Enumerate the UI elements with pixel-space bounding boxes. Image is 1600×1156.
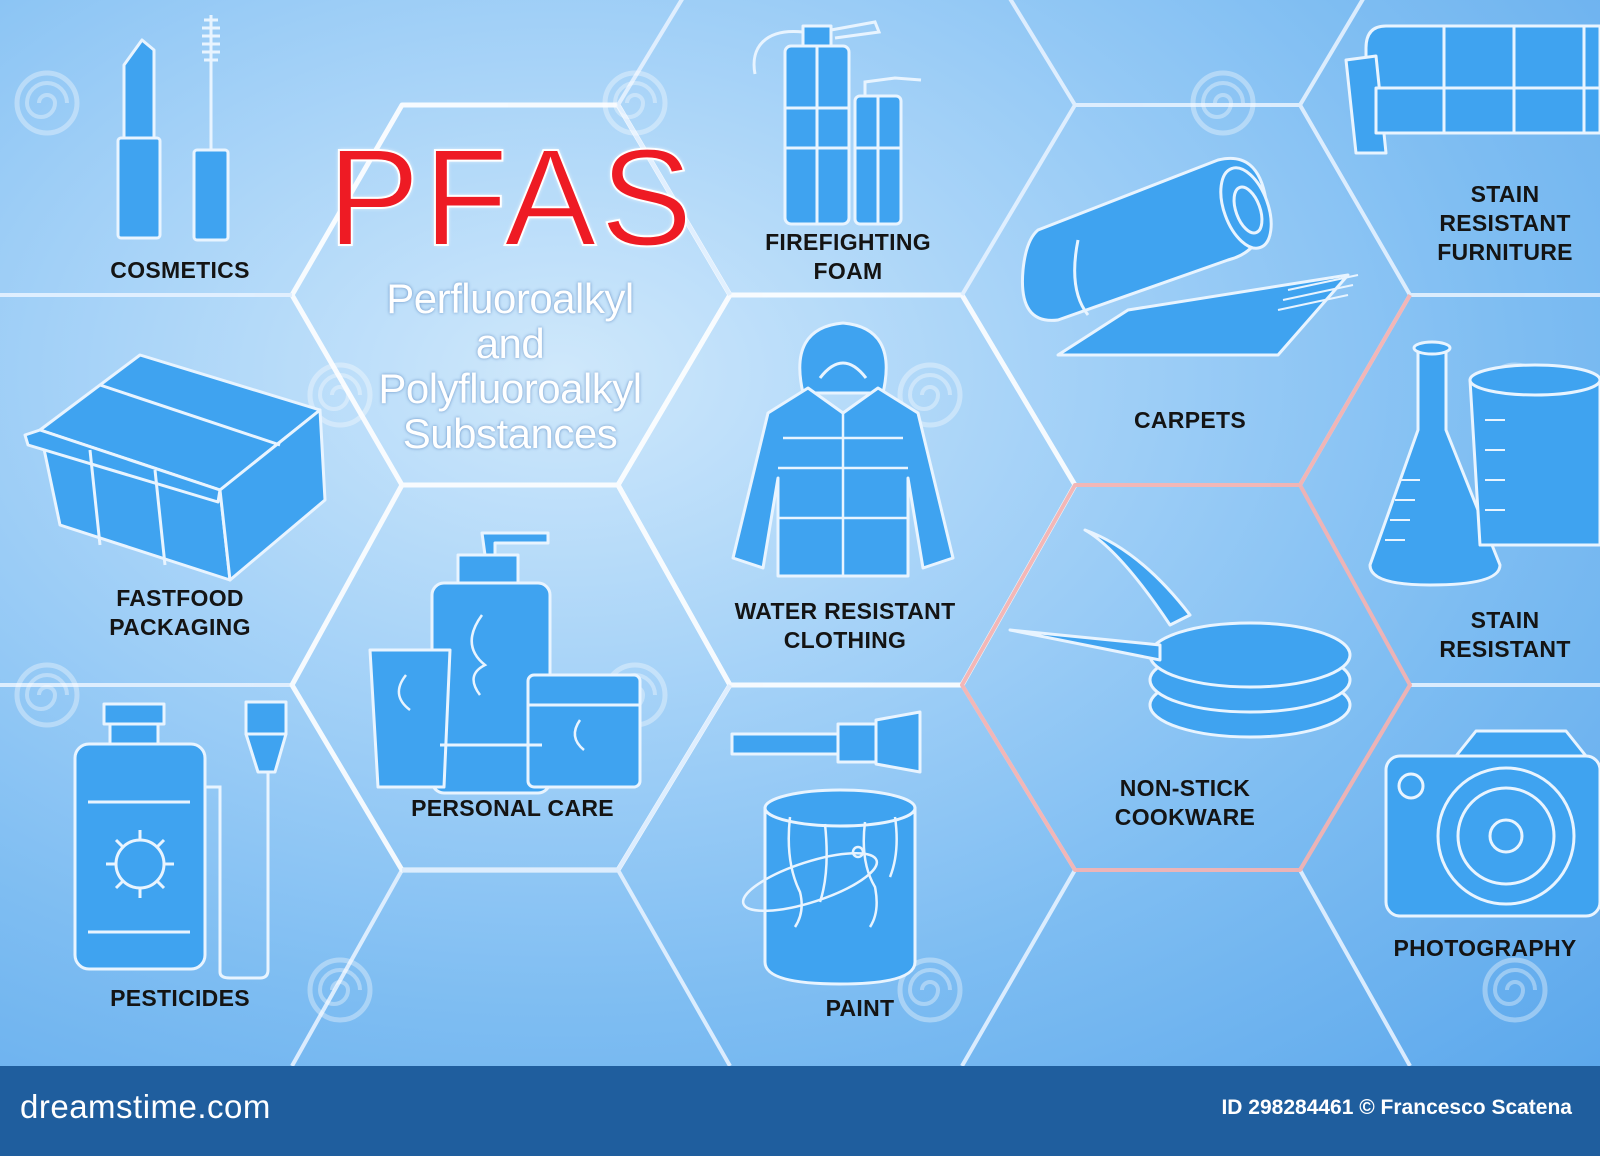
category-label-cosmetics: COSMETICS [110, 257, 250, 283]
spiral-watermark-icon [307, 362, 373, 428]
category-label-pesticides: PESTICIDES [110, 985, 250, 1011]
infographic-canvas: PFAS Perfluoroalkyl and Polyfluoroalkyl … [0, 0, 1600, 1066]
pfas-subtitle: Perfluoroalkyl and Polyfluoroalkyl Subst… [378, 275, 642, 457]
footer-bar: dreamstime.com ID 298284461 © Francesco … [0, 1066, 1600, 1156]
category-label-firefighting-foam: FIREFIGHTING FOAM [765, 229, 931, 284]
hexagon-grid [0, 0, 1600, 1066]
category-label-fastfood-packaging: FASTFOOD PACKAGING [109, 585, 251, 640]
frying-pans-icon [1008, 528, 1352, 739]
dreamstime-logo[interactable]: dreamstime.com [20, 1088, 271, 1125]
carpet-roll-icon [1020, 156, 1359, 357]
spiral-watermark-icon [14, 662, 80, 728]
spiral-watermark-icon [602, 70, 668, 136]
category-label-non-stick-cookware: NON-STICK COOKWARE [1114, 775, 1256, 830]
paint-bucket-icon [730, 710, 922, 986]
category-label-personal-care: PERSONAL CARE [411, 795, 614, 821]
lab-flask-icon [1368, 340, 1600, 587]
spray-bottle-icon [73, 700, 288, 980]
spiral-watermark-icon [14, 70, 80, 136]
sofa-icon [1344, 24, 1600, 155]
spiral-watermark-icon [897, 362, 963, 428]
lotion-bottles-icon [368, 531, 642, 795]
camera-icon [1384, 729, 1600, 918]
spiral-watermark-icon [897, 957, 963, 1023]
jacket-icon [731, 321, 955, 578]
fire-extinguisher-icon [752, 20, 922, 226]
category-label-stain-resistant-furniture: STAIN RESISTANT FURNITURE [1437, 181, 1573, 265]
spiral-watermark-icon [307, 957, 373, 1023]
category-label-stain-resistant: STAIN RESISTANT [1439, 607, 1571, 662]
category-label-photography: PHOTOGRAPHY [1393, 935, 1577, 961]
category-label-carpets: CARPETS [1133, 407, 1246, 433]
category-label-water-resistant-clothing: WATER RESISTANT CLOTHING [734, 598, 956, 653]
pfas-title: PFAS [327, 121, 697, 275]
spiral-watermark-icon [1190, 70, 1256, 136]
food-box-icon [23, 353, 327, 582]
lipstick-mascara-icon [116, 15, 230, 242]
spiral-watermark-icon [1482, 957, 1548, 1023]
image-credit: ID 298284461 © Francesco Scatena [1221, 1096, 1572, 1119]
category-label-paint: PAINT [825, 995, 895, 1021]
